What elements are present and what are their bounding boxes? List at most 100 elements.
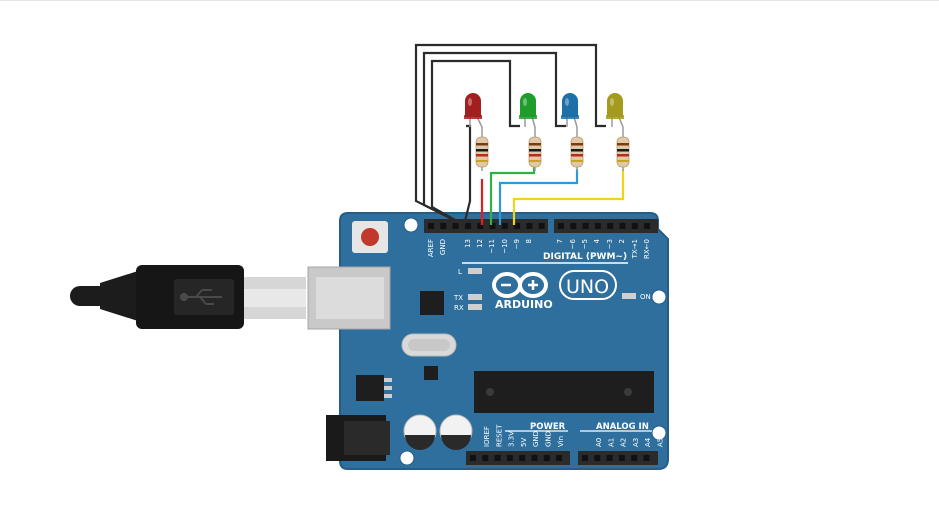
header-socket[interactable] [477, 223, 484, 229]
analog-pin-label: A2 [620, 438, 628, 447]
led-rx-indicator [468, 304, 482, 310]
led-yellow[interactable] [606, 93, 624, 128]
usb-cable[interactable] [70, 265, 306, 329]
led-l-label: L [458, 268, 462, 276]
header-socket[interactable] [464, 223, 471, 229]
analog-pin-label: A3 [632, 438, 640, 447]
header-socket[interactable] [501, 223, 508, 229]
digital-pin-label: 4 [593, 238, 601, 243]
led-red[interactable] [464, 93, 483, 128]
digital-pin-label: 2 [618, 239, 626, 243]
digital-header-sockets [428, 223, 651, 229]
led-rx-label: RX [454, 304, 464, 312]
led-components [464, 93, 630, 171]
header-socket[interactable] [543, 455, 550, 461]
header-socket[interactable] [440, 223, 447, 229]
header-socket[interactable] [428, 223, 434, 229]
header-socket[interactable] [607, 223, 614, 229]
led-tx-label: TX [453, 294, 463, 302]
led-on-indicator [622, 293, 636, 299]
power-pin-label: 5V [520, 438, 528, 447]
on-label: ON [640, 293, 651, 301]
header-socket[interactable] [631, 223, 638, 229]
header-socket[interactable] [618, 455, 625, 461]
digital-pin-label: ~5 [581, 239, 589, 249]
digital-pin-label: ~10 [501, 239, 509, 254]
header-socket[interactable] [644, 223, 651, 229]
header-socket[interactable] [556, 455, 563, 461]
capacitor [403, 414, 437, 450]
header-socket[interactable] [514, 223, 521, 229]
uno-badge [559, 270, 617, 300]
header-socket[interactable] [558, 223, 564, 229]
resistor-blue[interactable] [570, 127, 584, 171]
gnd-wire-blue-led [422, 51, 566, 226]
digital-pin-label: GND [439, 239, 447, 255]
header-socket[interactable] [619, 223, 626, 229]
resistor-red[interactable] [475, 127, 489, 171]
analog-header[interactable] [578, 451, 658, 465]
header-socket[interactable] [582, 455, 588, 461]
header-socket[interactable] [531, 455, 538, 461]
header-socket[interactable] [570, 223, 577, 229]
header-socket[interactable] [452, 223, 459, 229]
usb-chip [420, 291, 444, 315]
usb-cable-strain [100, 271, 138, 321]
led-blue[interactable] [561, 93, 579, 128]
digital-pin-label: ~3 [606, 239, 614, 249]
header-socket[interactable] [594, 455, 601, 461]
gnd-wire-green-led [430, 59, 520, 226]
digital-pin-label: TX→1 [631, 239, 639, 259]
header-socket[interactable] [482, 455, 489, 461]
header-socket[interactable] [489, 223, 496, 229]
header-socket[interactable] [606, 455, 613, 461]
analog-pin-label: A5 [657, 438, 665, 447]
led-l-indicator [468, 268, 482, 274]
header-socket[interactable] [470, 455, 476, 461]
digital-pin-label: AREF [427, 239, 435, 257]
digital-pin-label: 8 [525, 239, 533, 243]
digital-pin-label: 7 [556, 239, 564, 243]
header-socket[interactable] [582, 223, 589, 229]
power-pin-label: 3.3V [508, 431, 516, 447]
gnd-wire-red-led [462, 124, 472, 226]
signal-wire-green[interactable] [489, 165, 536, 225]
analog-pin-label: A1 [607, 438, 615, 447]
digital-pin-label: RX←0 [643, 239, 651, 259]
signal-wire-blue[interactable] [498, 169, 579, 225]
capacitor [439, 414, 473, 450]
gnd-wires[interactable] [414, 43, 606, 226]
header-socket[interactable] [643, 455, 650, 461]
resistor-yellow[interactable] [616, 127, 630, 171]
header-socket[interactable] [631, 455, 638, 461]
voltage-regulator [356, 375, 384, 401]
resistor-green[interactable] [528, 127, 542, 171]
header-socket[interactable] [526, 223, 533, 229]
power-pin-label: GND [545, 431, 553, 447]
header-socket[interactable] [494, 455, 501, 461]
digital-header[interactable] [424, 219, 658, 233]
power-pin-label: Vin [557, 436, 565, 447]
analog-in-label: ANALOG IN [596, 422, 649, 432]
header-socket[interactable] [506, 455, 513, 461]
signal-wire-yellow[interactable] [512, 169, 625, 225]
led-green[interactable] [519, 93, 537, 128]
header-socket[interactable] [538, 223, 545, 229]
digital-pin-label: ~9 [513, 239, 521, 249]
power-label: POWER [530, 422, 566, 432]
usb-symbol-icon [180, 289, 222, 305]
digital-pin-label: 12 [476, 239, 484, 248]
mounting-hole [651, 289, 667, 305]
header-socket[interactable] [519, 455, 526, 461]
digital-pin-label: ~11 [488, 239, 496, 254]
power-pin-label: IOREF [483, 426, 491, 447]
power-header[interactable] [466, 451, 570, 465]
power-pin-label: GND [532, 431, 540, 447]
header-socket[interactable] [594, 223, 601, 229]
